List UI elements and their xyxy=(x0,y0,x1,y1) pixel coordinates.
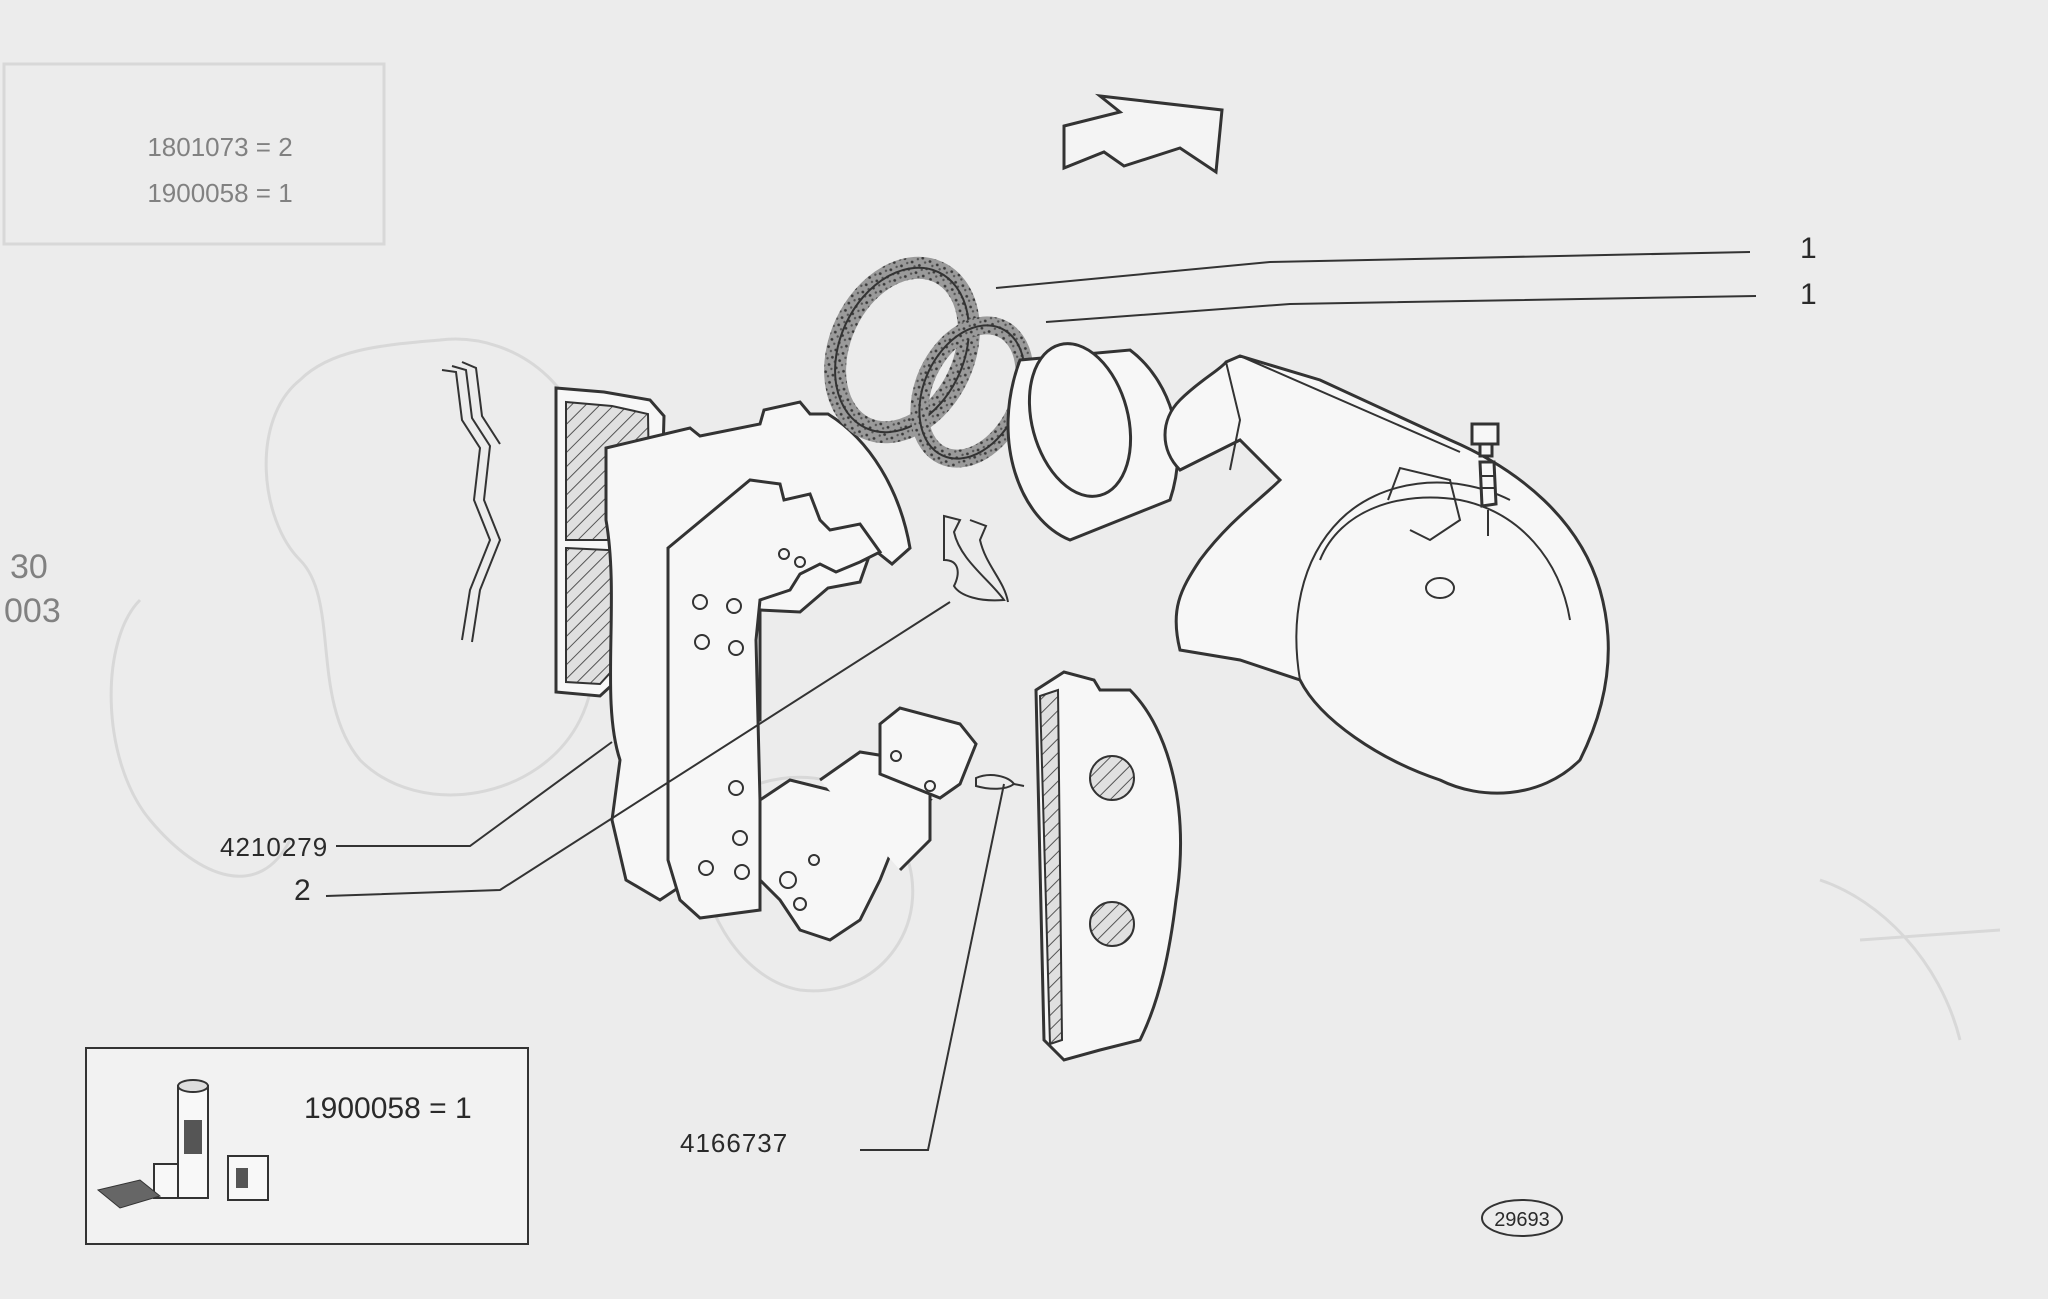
anti-rattle-spring xyxy=(441,361,502,643)
piston xyxy=(1006,342,1180,542)
piston-seal-outer xyxy=(824,256,980,444)
drawing-number-badge: 29693 xyxy=(1481,1199,1563,1237)
retaining-pin xyxy=(975,774,1025,790)
caliper-housing xyxy=(1163,354,1610,795)
direction-arrow-icon xyxy=(1062,93,1224,175)
bleed-screw xyxy=(1470,422,1500,536)
caliper-mechanism xyxy=(758,706,978,942)
ghost-bleed-through: 1801073 = 2 1900058 = 1 30 003 xyxy=(2,62,2001,1041)
callout-pad-part: 4210279 xyxy=(220,832,328,862)
ghost-num1: 30 xyxy=(10,548,48,586)
ghost-num2: 003 xyxy=(4,592,61,630)
callout-clip: 2 xyxy=(294,874,311,907)
callout-seal-1: 1 xyxy=(1800,232,1817,265)
caliper-body-left xyxy=(604,400,912,920)
retaining-clip xyxy=(943,514,1009,603)
callout-seal-2: 1 xyxy=(1800,278,1817,311)
ghost-box-line2: 1900058 = 1 xyxy=(147,178,292,208)
kit-box: 1900058 = 1 xyxy=(85,1047,529,1245)
drawing-number: 29693 xyxy=(1494,1209,1550,1231)
callout-pin-part: 4166737 xyxy=(680,1128,788,1158)
ghost-box xyxy=(2,62,386,246)
brake-pad-right xyxy=(1034,670,1182,1062)
grease-tube-icon xyxy=(96,1079,269,1209)
ghost-box-line1: 1801073 = 2 xyxy=(147,132,292,162)
kit-box-text: 1900058 = 1 xyxy=(304,1092,472,1125)
leader-lines xyxy=(325,251,1757,1151)
